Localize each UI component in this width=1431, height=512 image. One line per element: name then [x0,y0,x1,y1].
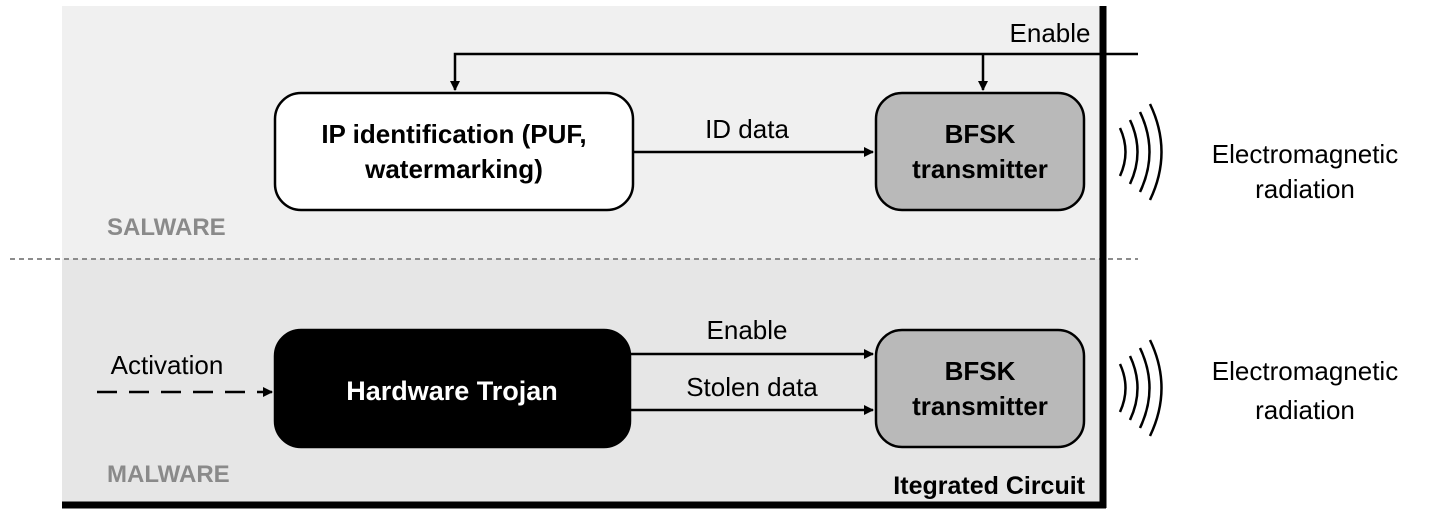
salware-label: SALWARE [107,214,226,241]
em-bottom-line1: Electromagnetic [1212,356,1398,386]
bfsk-top-line2: transmitter [912,154,1048,184]
stolen-data-label: Stolen data [686,372,818,402]
malware-label: MALWARE [107,461,230,488]
ip-box-line2: watermarking) [364,154,543,184]
trojan-label: Hardware Trojan [346,376,558,406]
bfsk-top-line1: BFSK [945,119,1016,149]
id-data-label: ID data [705,114,789,144]
bfsk-bottom-line2: transmitter [912,391,1048,421]
enable-bottom-label: Enable [707,315,788,345]
hardware-trojan-box [273,328,632,449]
activation-label: Activation [111,350,224,380]
ip-identification-box [273,91,635,212]
ip-box-line1: IP identification (PUF, [321,119,586,149]
enable-line-top [450,52,1138,91]
bfsk-bottom-line1: BFSK [945,356,1016,386]
bfsk-transmitter-bottom [874,328,1086,449]
enable-top-label: Enable [1010,18,1091,48]
ic-label: Itegrated Circuit [893,472,1085,500]
em-top-line1: Electromagnetic [1212,139,1398,169]
em-top-line2: radiation [1255,174,1355,204]
bfsk-transmitter-top [874,91,1086,212]
radiation-waves-icon-bottom [1118,339,1163,437]
em-bottom-line2: radiation [1255,395,1355,425]
radiation-waves-icon-top [1118,103,1163,201]
